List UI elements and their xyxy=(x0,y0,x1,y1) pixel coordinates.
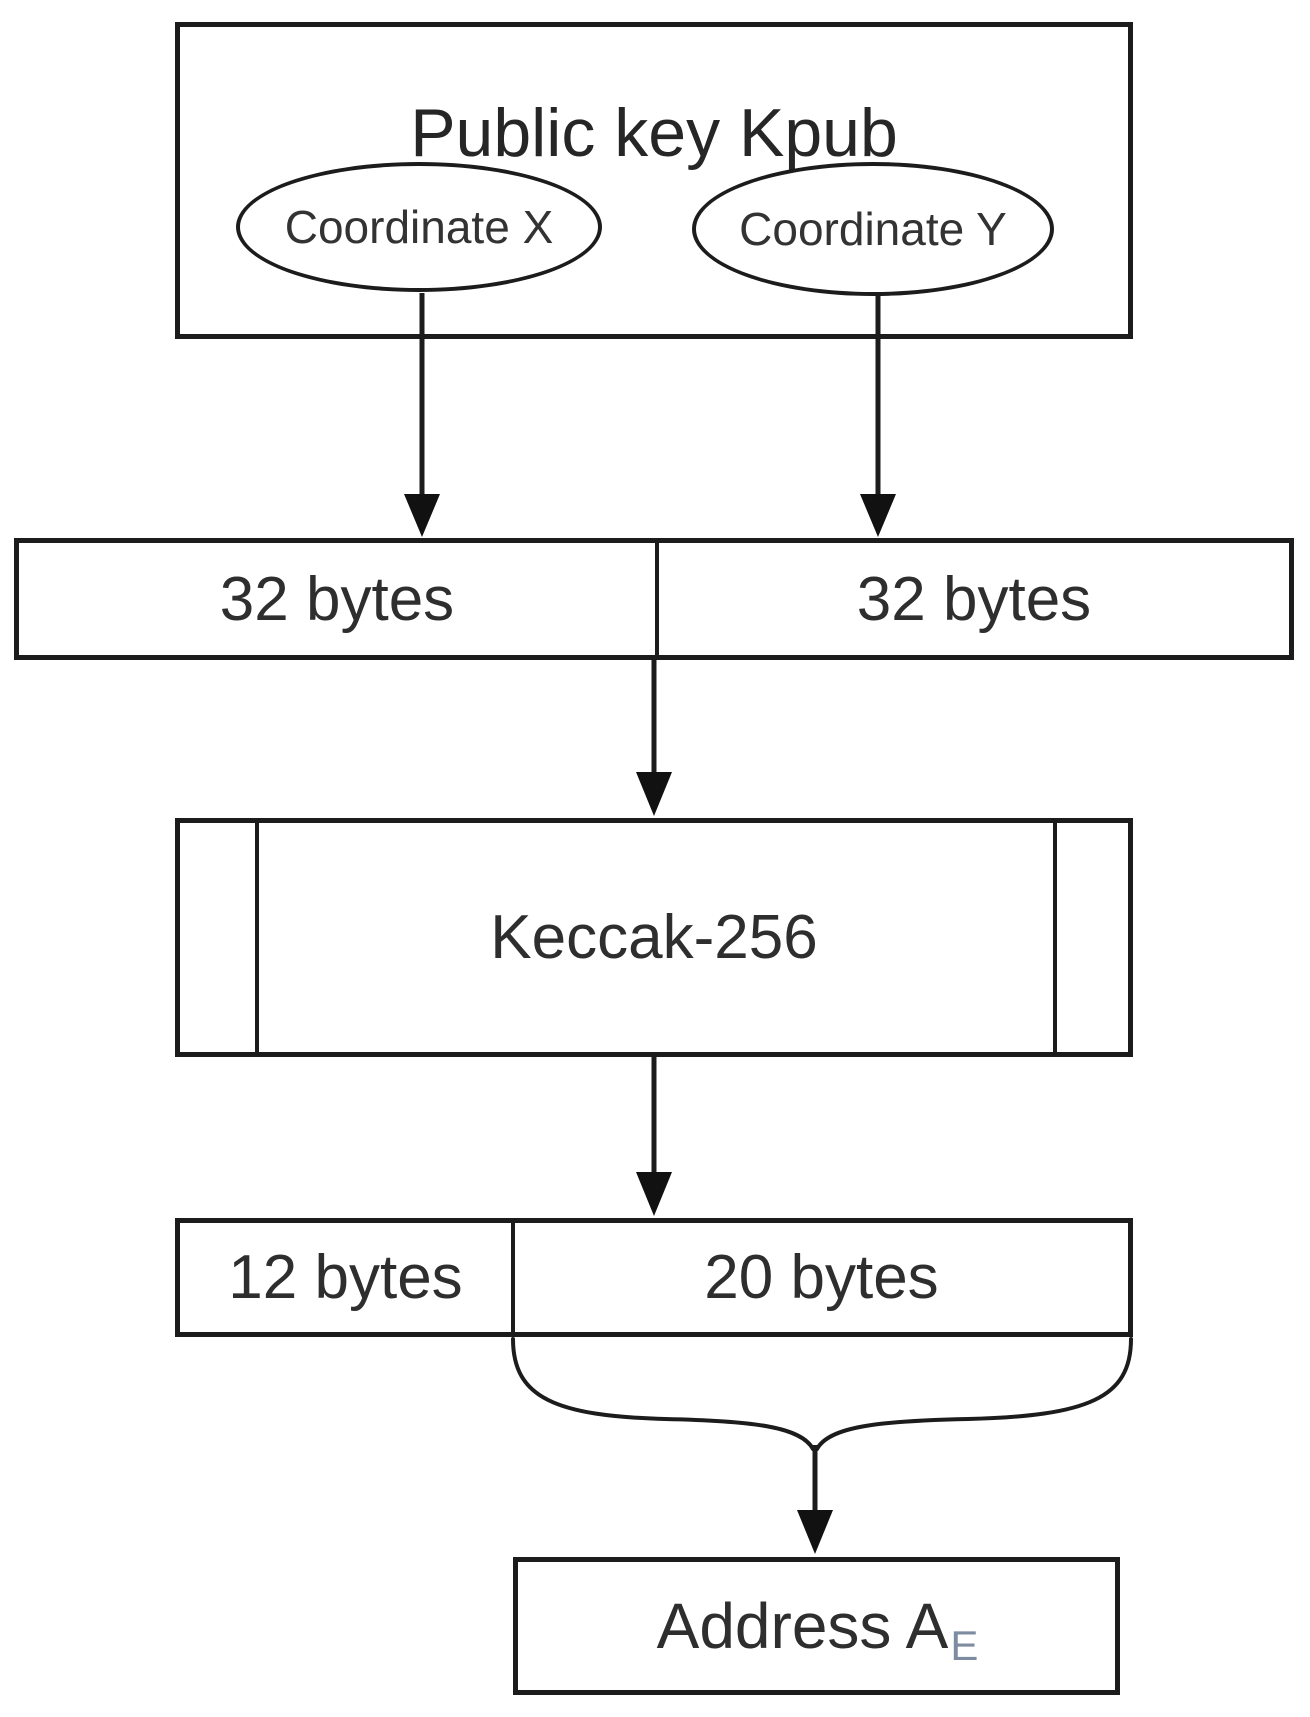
arrowhead-icon xyxy=(636,1172,672,1216)
bytes-32-row: 32 bytes 32 bytes xyxy=(14,538,1294,660)
keccak-right-sideline xyxy=(1053,823,1057,1052)
brace-20-bytes xyxy=(511,1337,1133,1451)
coordinate-y-ellipse: Coordinate Y xyxy=(692,162,1054,296)
public-key-box: Public key Kpub Coordinate X Coordinate … xyxy=(175,22,1133,339)
keccak-256-label: Keccak-256 xyxy=(490,903,818,972)
coordinate-y-label: Coordinate Y xyxy=(739,203,1007,255)
address-box: Address AE xyxy=(513,1557,1120,1695)
bytes-32-right-cell: 32 bytes xyxy=(659,543,1289,655)
bytes-32-left-cell: 32 bytes xyxy=(19,543,659,655)
arrow-concat-to-keccak xyxy=(636,660,672,816)
arrowhead-icon xyxy=(404,494,440,537)
arrowhead-icon xyxy=(860,494,896,537)
arrowhead-icon xyxy=(797,1510,833,1554)
address-label: Address AE xyxy=(656,1590,979,1669)
bytes-12-label: 12 bytes xyxy=(228,1243,463,1312)
bytes-12-cell: 12 bytes xyxy=(180,1223,515,1332)
hash-split-row: 12 bytes 20 bytes xyxy=(175,1218,1133,1337)
keccak-256-box: Keccak-256 xyxy=(175,818,1133,1057)
coordinate-x-ellipse: Coordinate X xyxy=(236,162,602,292)
arrow-to-address xyxy=(797,1445,833,1554)
bytes-32-right-label: 32 bytes xyxy=(856,564,1092,634)
arrow-keccak-to-split xyxy=(636,1057,672,1216)
bytes-20-cell: 20 bytes xyxy=(515,1223,1128,1332)
keccak-left-sideline xyxy=(255,823,259,1052)
arrowhead-icon xyxy=(636,772,672,816)
address-subscript: E xyxy=(950,1622,979,1669)
coordinate-x-label: Coordinate X xyxy=(284,201,554,253)
bytes-20-label: 20 bytes xyxy=(704,1243,939,1312)
public-key-title: Public key Kpub xyxy=(410,95,898,171)
bytes-32-left-label: 32 bytes xyxy=(219,564,455,634)
